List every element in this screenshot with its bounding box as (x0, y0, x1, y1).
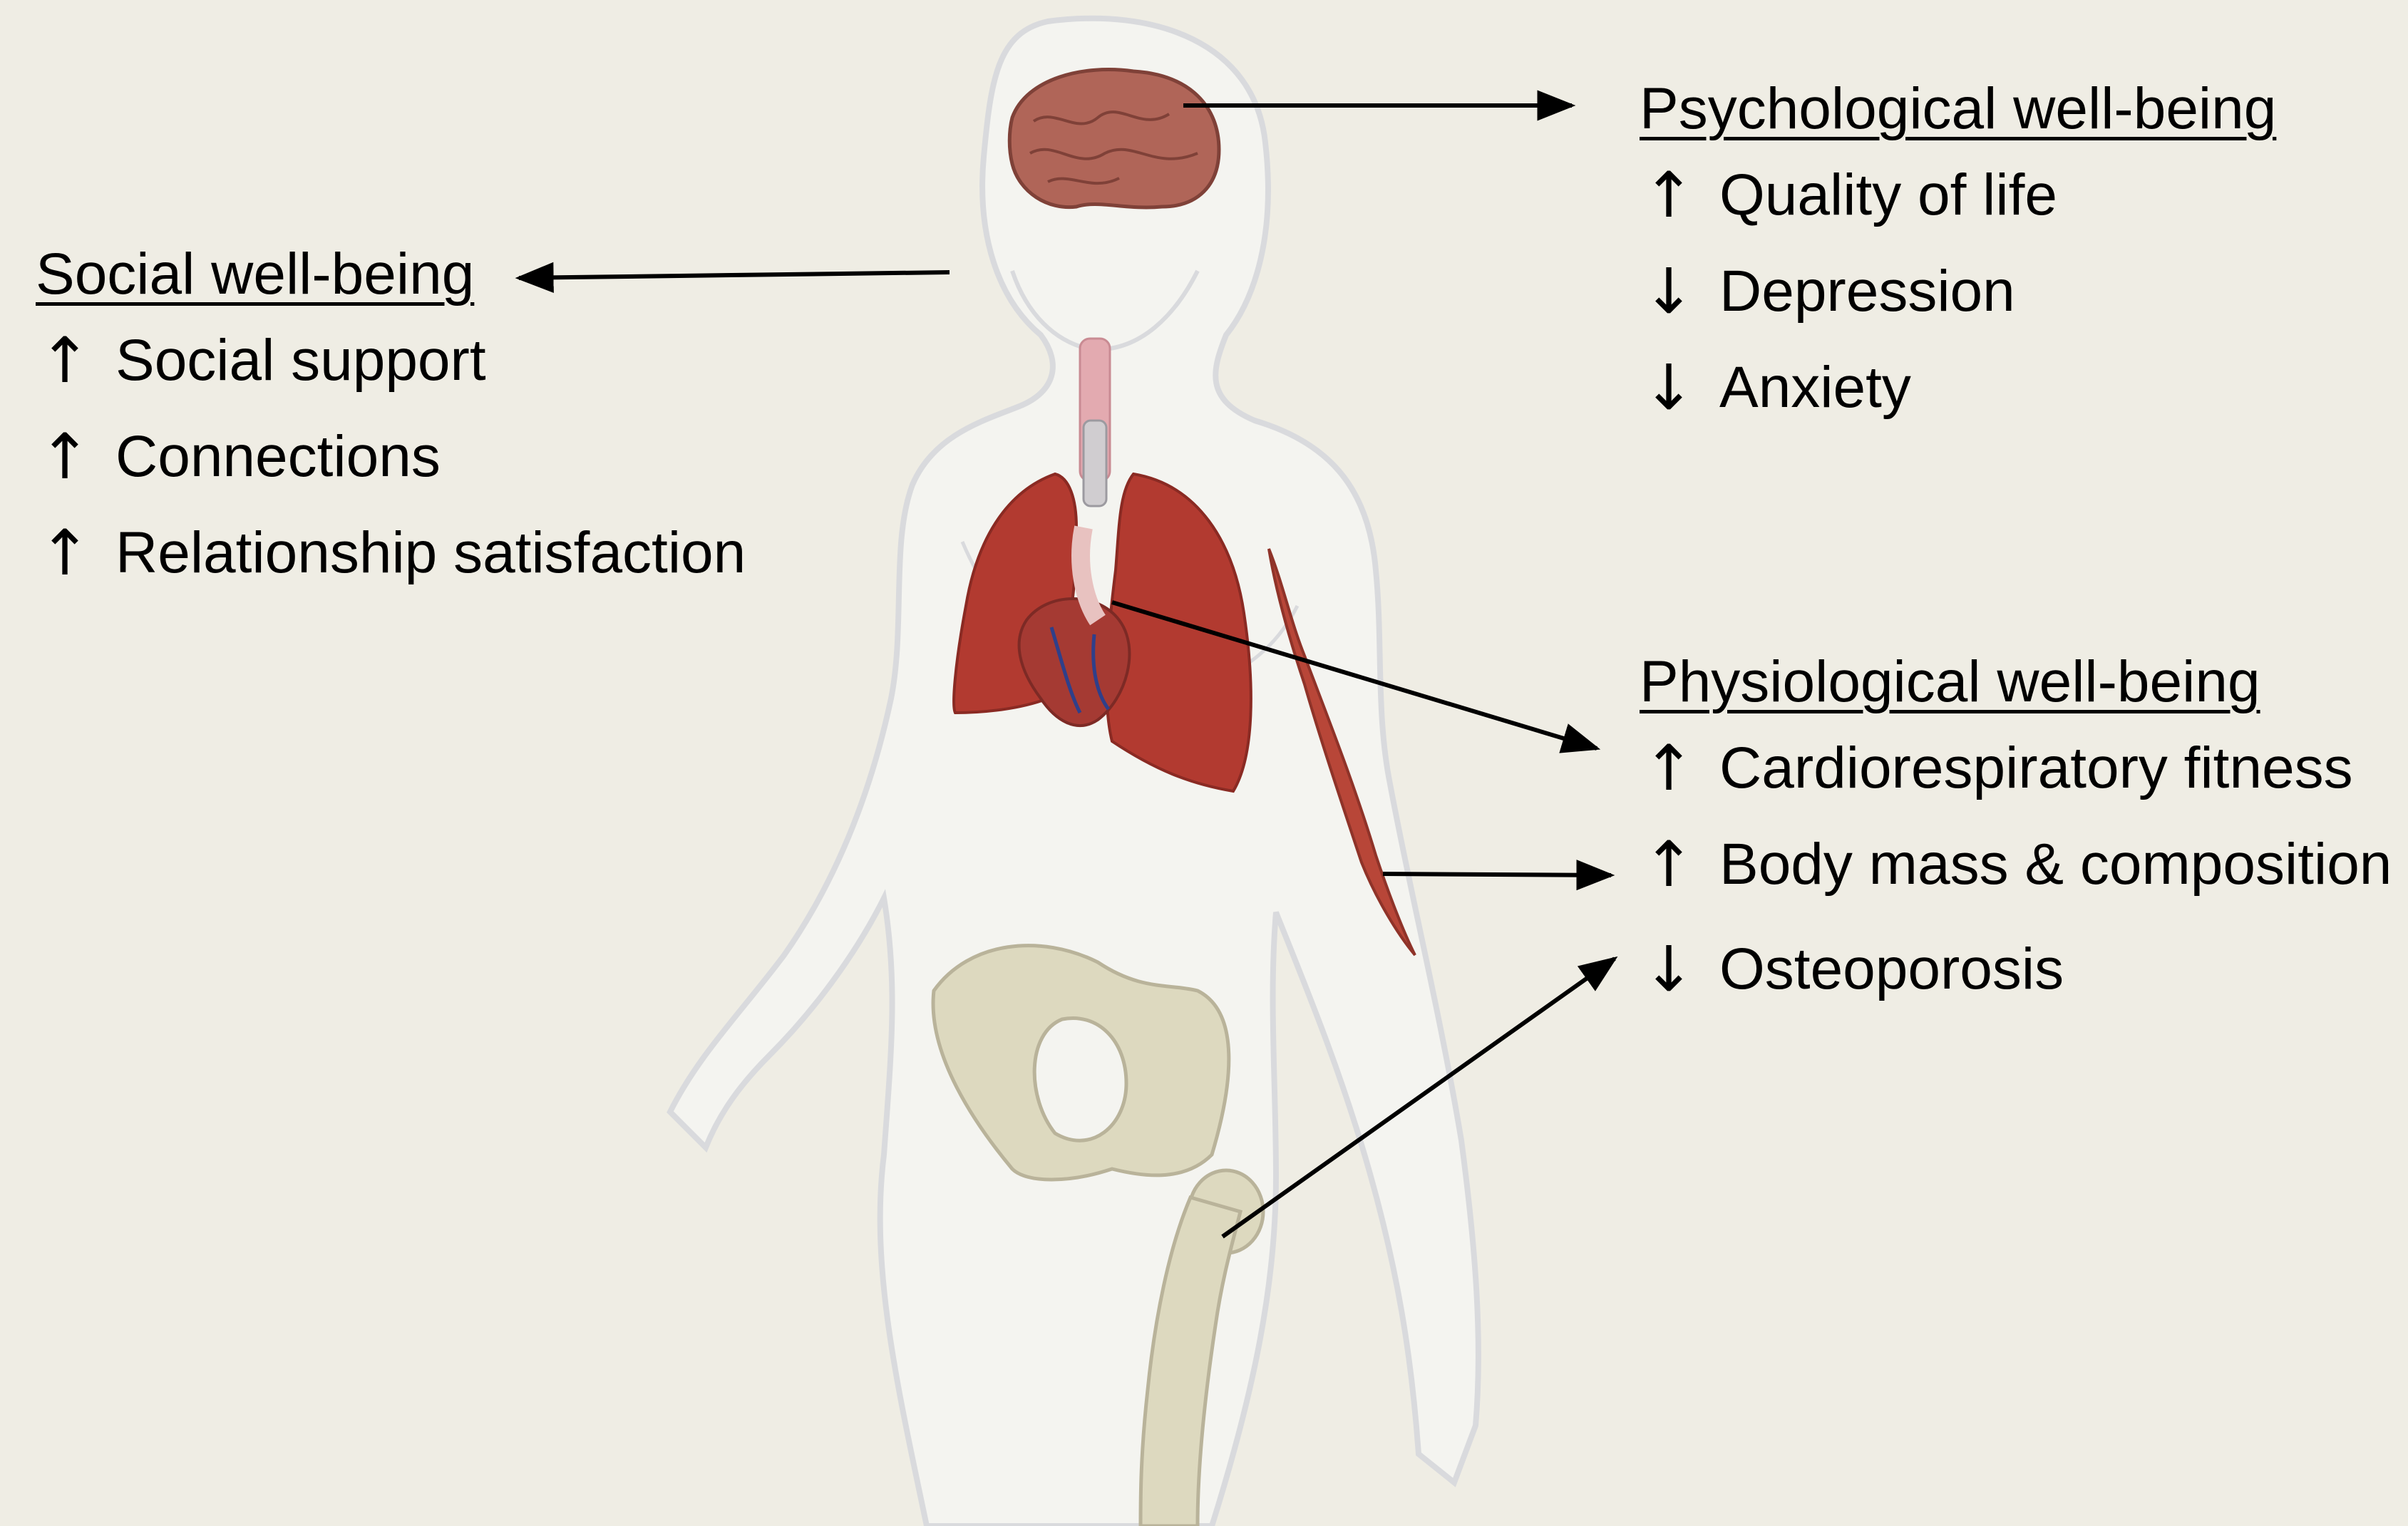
item-label: Anxiety (1719, 356, 1911, 420)
increase-arrow-icon: ↑ (1640, 734, 1698, 803)
decrease-arrow-icon: ↓ (1640, 935, 1698, 1004)
increase-arrow-icon: ↑ (36, 326, 94, 396)
brain (1009, 70, 1219, 208)
physio-item: ↓ Osteoporosis (1640, 935, 2392, 1004)
item-label: Connections (115, 425, 441, 489)
psych-item: ↑ Quality of life (1640, 161, 2276, 230)
decrease-arrow-icon: ↓ (1640, 257, 1698, 326)
social-item: ↑ Relationship satisfaction (36, 519, 746, 588)
item-label: Social support (115, 329, 486, 393)
body-outline (670, 19, 1478, 1526)
increase-arrow-icon: ↑ (36, 423, 94, 492)
item-label: Relationship satisfaction (115, 521, 746, 585)
increase-arrow-icon: ↑ (1640, 830, 1698, 899)
psych-item: ↓ Depression (1640, 257, 2276, 326)
physiological-group: Physiological well-being ↑ Cardiorespira… (1640, 650, 2392, 1004)
social-group: Social well-being ↑ Social support ↑ Con… (36, 242, 746, 588)
decrease-arrow-icon: ↓ (1640, 354, 1698, 423)
item-label: Body mass & composition (1719, 832, 2392, 897)
trachea (1080, 339, 1110, 506)
psychological-group: Psychological well-being ↑ Quality of li… (1640, 77, 2276, 423)
social-item: ↑ Social support (36, 326, 746, 396)
social-heading: Social well-being (36, 242, 746, 306)
arrow-muscle-to-body-mass (1383, 874, 1611, 875)
physiological-heading: Physiological well-being (1640, 650, 2392, 714)
item-label: Depression (1719, 259, 2015, 324)
increase-arrow-icon: ↑ (36, 519, 94, 588)
increase-arrow-icon: ↑ (1640, 161, 1698, 230)
psych-item: ↓ Anxiety (1640, 354, 2276, 423)
item-label: Quality of life (1719, 163, 2057, 227)
item-label: Osteoporosis (1719, 937, 2064, 1001)
psychological-heading: Psychological well-being (1640, 77, 2276, 141)
physio-item: ↑ Body mass & composition (1640, 830, 2392, 899)
item-label: Cardiorespiratory fitness (1719, 736, 2353, 800)
social-item: ↑ Connections (36, 423, 746, 492)
physio-item: ↑ Cardiorespiratory fitness (1640, 734, 2392, 803)
